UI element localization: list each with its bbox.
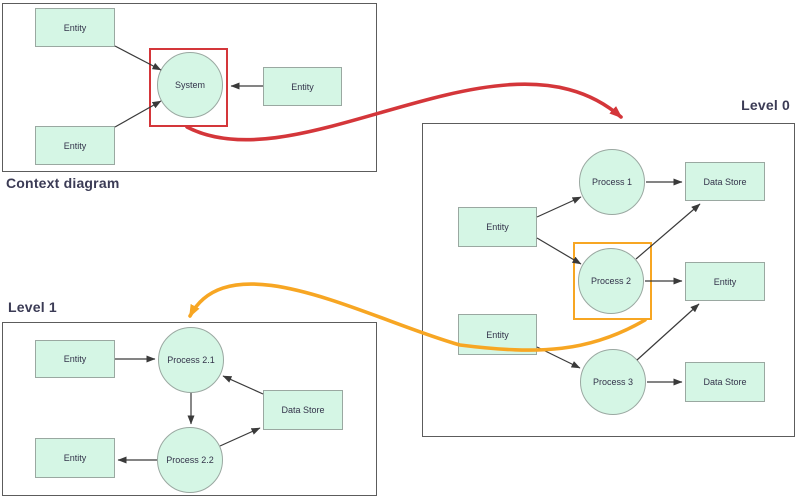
process2-node: Process 2: [578, 248, 644, 314]
process22-node: Process 2.2: [157, 427, 223, 493]
process3-node: Process 3: [580, 349, 646, 415]
level0-datastore-bottom-node: Data Store: [685, 362, 765, 402]
level0-entity-upper-left-node: Entity: [458, 207, 537, 247]
level1-datastore-node: Data Store: [263, 390, 343, 430]
level0-datastore-top-node: Data Store: [685, 162, 765, 201]
process1-node: Process 1: [579, 149, 645, 215]
process21-node: Process 2.1: [158, 327, 224, 393]
context-entity-bottom-node: Entity: [35, 126, 115, 165]
system-process-node: System: [157, 52, 223, 118]
level0-entity-lower-left-node: Entity: [458, 314, 537, 355]
level0-title: Level 0: [741, 97, 790, 113]
level1-entity-bottom-node: Entity: [35, 438, 115, 478]
context-entity-top-node: Entity: [35, 8, 115, 47]
level1-title: Level 1: [8, 299, 57, 315]
level0-entity-right-node: Entity: [685, 262, 765, 301]
level1-entity-top-node: Entity: [35, 340, 115, 378]
context-diagram-title: Context diagram: [6, 175, 120, 191]
context-entity-right-node: Entity: [263, 67, 342, 106]
